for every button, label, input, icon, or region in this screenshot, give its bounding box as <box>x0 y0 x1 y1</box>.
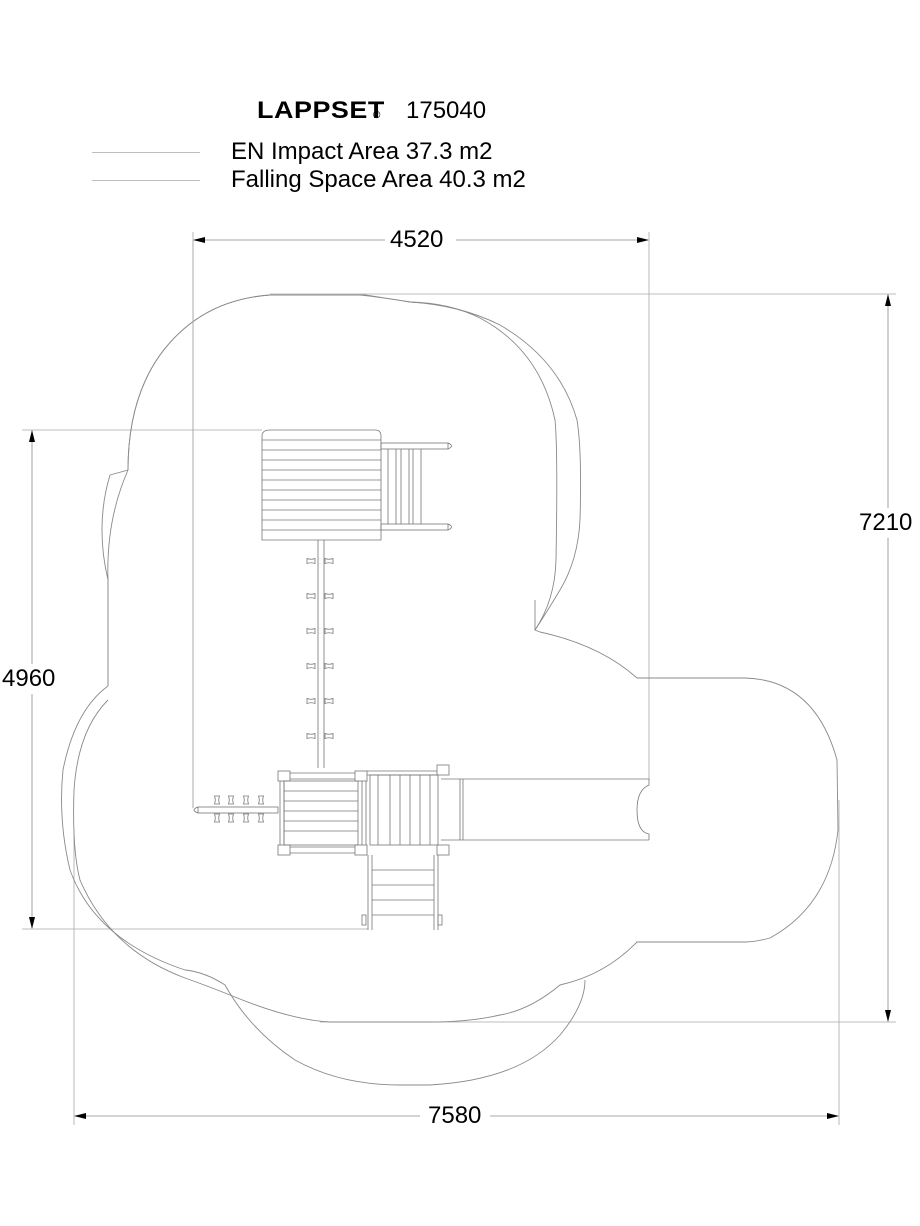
dimension-lines <box>29 237 891 1119</box>
registered-mark: ® <box>373 110 381 121</box>
brand-logo: LAPPSET <box>257 97 385 124</box>
dimension-top-width: 4520 <box>388 226 446 254</box>
legend-falling-space: Falling Space Area 40.3 m2 <box>231 166 526 193</box>
lower-deck-right <box>367 764 450 856</box>
legend-impact-area: EN Impact Area 37.3 m2 <box>231 138 493 165</box>
dimension-right-height: 7210 <box>857 509 915 537</box>
falling-space-outline <box>61 294 586 1086</box>
dimension-left-height: 4960 <box>0 665 58 693</box>
slide <box>441 778 650 841</box>
product-code: 175040 <box>406 97 487 124</box>
impact-area-outline <box>73 294 839 1023</box>
front-stairs <box>361 855 443 930</box>
upper-ladder <box>380 442 452 531</box>
lower-deck-left <box>277 770 368 856</box>
side-climber <box>192 240 279 823</box>
upper-deck <box>261 429 382 541</box>
dimension-bottom-width: 7580 <box>426 1102 484 1130</box>
legend-line-impact-area <box>92 152 200 153</box>
legend-line-falling-space <box>92 180 200 181</box>
climbing-rope-ladder <box>306 540 334 768</box>
